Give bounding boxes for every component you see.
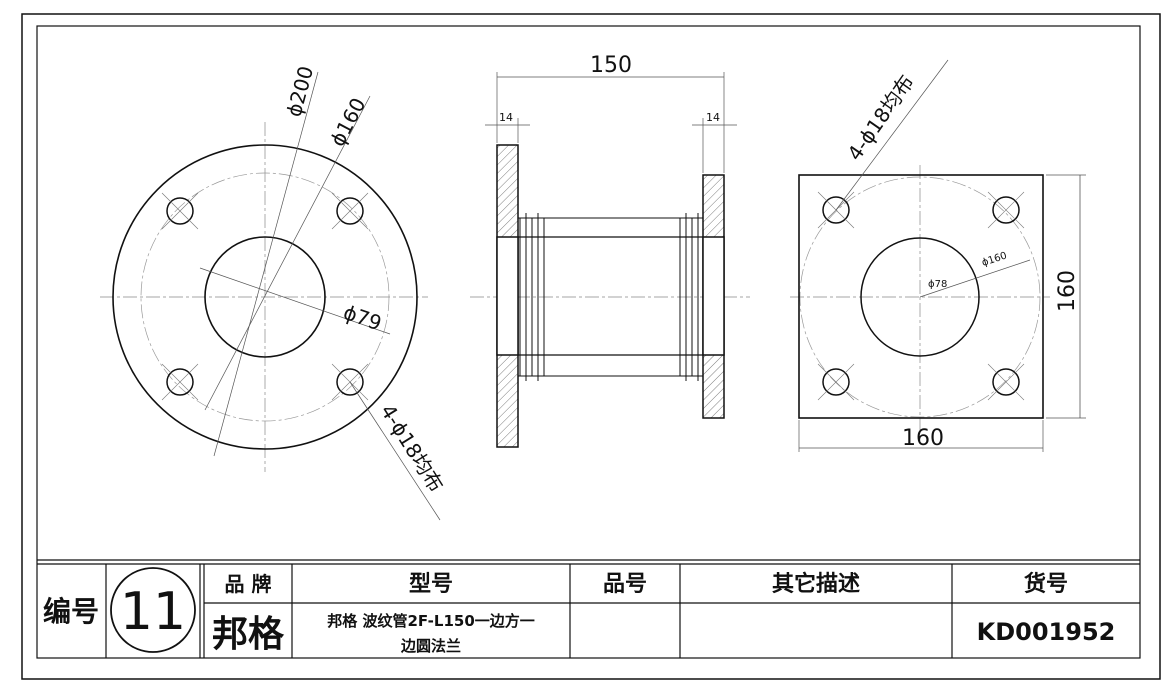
square-flange-outline bbox=[798, 174, 1044, 419]
square-height-label: 160 bbox=[1055, 270, 1080, 312]
bolt-hole bbox=[822, 368, 850, 396]
model-header: 型号 bbox=[409, 572, 453, 597]
brand-value: 邦格 bbox=[212, 614, 285, 655]
serial-number-circle bbox=[110, 567, 196, 653]
square-flange-bore bbox=[860, 237, 980, 357]
inner-frame bbox=[36, 25, 1141, 659]
square-width-label: 160 bbox=[902, 426, 944, 451]
description-header: 其它描述 bbox=[772, 571, 860, 597]
model-value-line2: 边圆法兰 bbox=[400, 637, 461, 655]
model-value-line1: 邦格 波纹管2F-L150一边方一 bbox=[327, 612, 535, 630]
title-block bbox=[37, 559, 1140, 658]
bolt-hole bbox=[336, 197, 364, 225]
round-holes-label: 4-ϕ18均布 bbox=[376, 400, 449, 496]
round-flange-view bbox=[100, 71, 441, 521]
bolt-hole bbox=[336, 368, 364, 396]
square-bolt-circle-label: ϕ160 bbox=[981, 250, 1009, 268]
brand-header: 品 牌 bbox=[225, 572, 272, 596]
round-flange-bore bbox=[204, 236, 326, 358]
bolt-hole bbox=[992, 196, 1020, 224]
flange-thickness-left-label: 14 bbox=[499, 111, 513, 124]
item-no-header: 货号 bbox=[1024, 571, 1068, 597]
square-bore-label: ϕ78 bbox=[928, 279, 947, 290]
part-no-header: 品号 bbox=[603, 572, 647, 597]
side-view bbox=[470, 72, 750, 448]
bolt-hole bbox=[166, 197, 194, 225]
item-no-value: KD001952 bbox=[977, 618, 1116, 646]
bolt-hole bbox=[822, 196, 850, 224]
round-flange-outer bbox=[112, 144, 418, 450]
round-bore-label: ϕ79 bbox=[340, 300, 384, 335]
outer-frame bbox=[21, 13, 1161, 680]
serial-label: 编号 bbox=[43, 595, 99, 628]
bolt-hole bbox=[992, 368, 1020, 396]
square-flange-view bbox=[790, 59, 1086, 452]
flange-thickness-right-label: 14 bbox=[706, 111, 720, 124]
serial-number: 11 bbox=[120, 582, 186, 642]
bolt-hole bbox=[166, 368, 194, 396]
overall-length-label: 150 bbox=[590, 53, 632, 78]
round-bolt-circle-label: ϕ160 bbox=[325, 94, 370, 151]
